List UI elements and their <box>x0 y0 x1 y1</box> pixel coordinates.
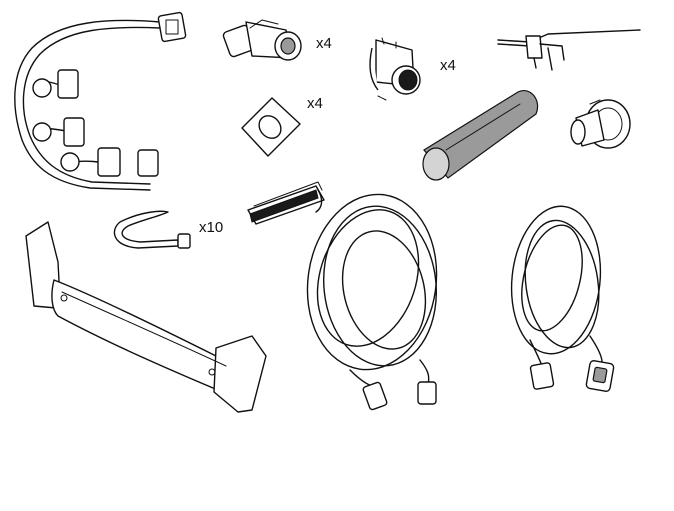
scraper-tool <box>247 181 325 225</box>
bracket-clip <box>497 29 641 71</box>
sensor-grommet <box>570 99 631 149</box>
sensor-bracket <box>369 37 421 101</box>
cable-tie-quantity: x10 <box>199 219 224 236</box>
sensor-quantity: x4 <box>316 35 332 52</box>
coiled-cable-short <box>510 205 615 392</box>
masking-sleeve <box>422 90 539 181</box>
wiring-harness <box>14 11 187 191</box>
adhesive-pad <box>241 97 301 157</box>
parking-sensor <box>222 19 302 61</box>
bumper-trim <box>25 221 267 413</box>
coiled-cable-long <box>306 193 438 411</box>
cable-tie <box>113 210 191 249</box>
pad-quantity: x4 <box>307 95 323 112</box>
bracket-quantity: x4 <box>440 57 456 74</box>
